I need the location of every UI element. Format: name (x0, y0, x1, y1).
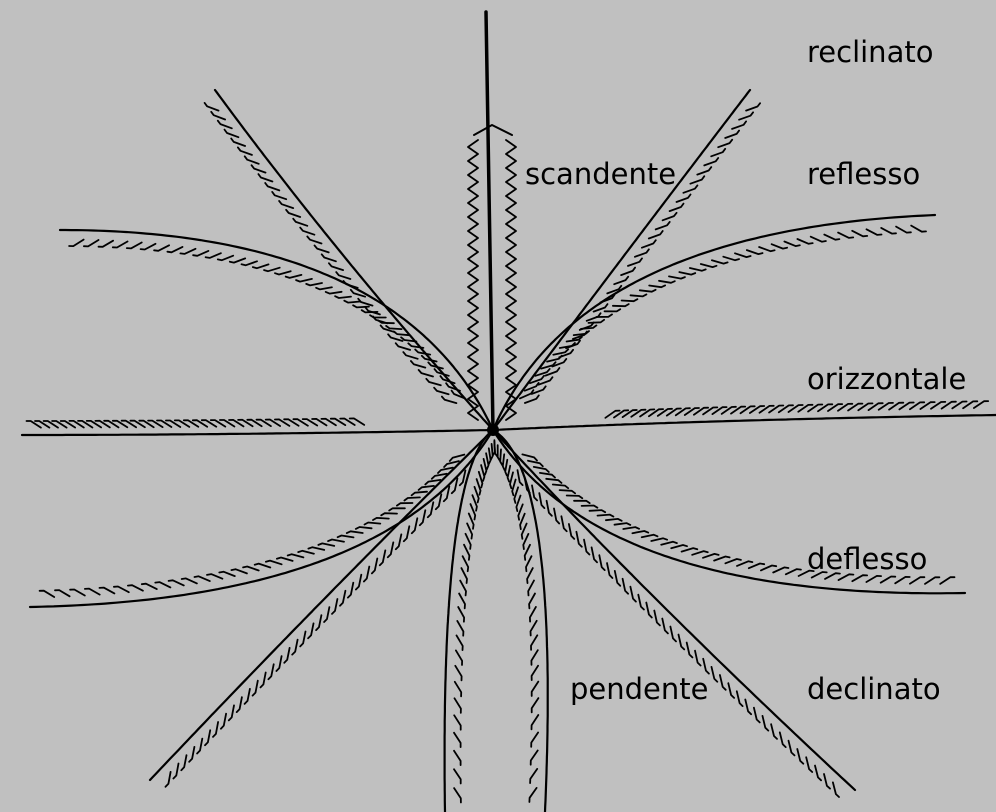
branch-deflexed-left-hatching (40, 455, 465, 597)
branch-declined-right-hatching (518, 470, 840, 797)
branch-pendent-left-hatching (454, 440, 495, 802)
label-reflesso: reflesso (807, 160, 920, 189)
label-reclinato: reclinato (807, 38, 933, 67)
branch-vertical-hatching-left (468, 140, 478, 420)
branch-declined-left-hatching (166, 470, 466, 786)
branch-vertical-tip (474, 125, 512, 135)
branch-horizontal-left-axis (22, 430, 493, 435)
label-scandente: scandente (525, 160, 676, 189)
branch-pendent-left-axis (445, 430, 493, 812)
label-declinato: declinato (807, 675, 941, 704)
branch-upleft-axis (215, 90, 493, 430)
branch-pendent-right-hatching (494, 441, 538, 802)
branch-reflexed-left-axis (60, 230, 493, 430)
branch-pendent-right-axis (493, 430, 548, 812)
label-pendente: pendente (570, 675, 708, 704)
branch-origin-node (487, 424, 499, 436)
label-orizzontale: orizzontale (807, 365, 966, 394)
branch-upleft-hatching (205, 103, 457, 403)
branch-reflexed-left-hatching (69, 240, 465, 399)
branch-horizontal-left-hatching (27, 418, 365, 427)
branch-vertical-axis (486, 12, 493, 430)
branch-declined-left-axis (150, 430, 493, 780)
branch-reflexed-right-axis (493, 215, 935, 430)
branch-horizontal-right-axis (493, 415, 996, 430)
branch-vertical-hatching-right (506, 140, 516, 420)
label-deflesso: deflesso (807, 545, 927, 574)
